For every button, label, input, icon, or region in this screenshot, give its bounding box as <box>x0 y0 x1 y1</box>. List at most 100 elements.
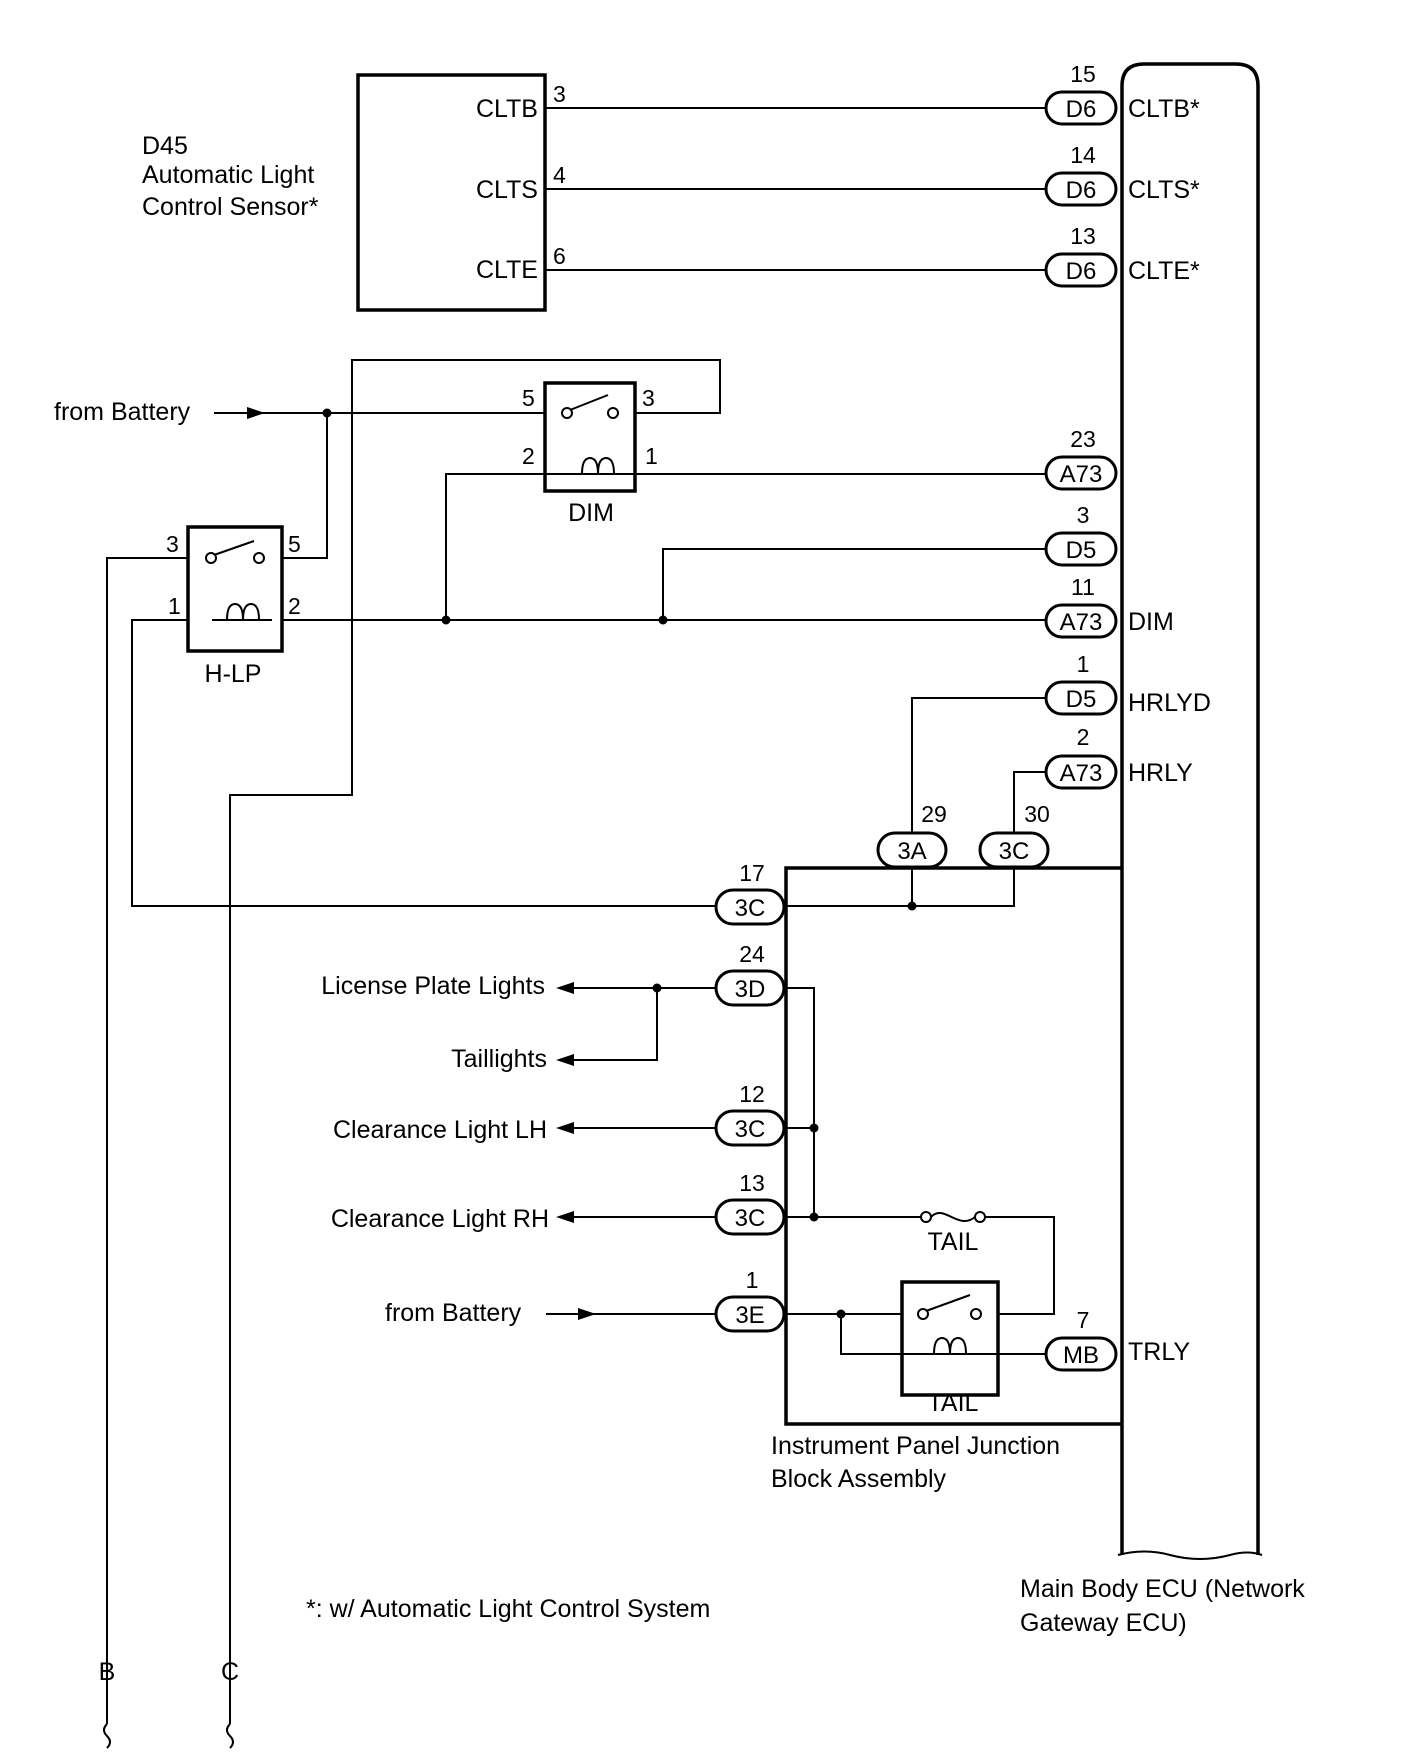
ecu-connector-d5-3: D5 3 <box>1044 502 1118 567</box>
continuation-c <box>226 1723 234 1749</box>
light-control-sensor-box <box>356 73 547 312</box>
sensor-terminal-cltb: CLTB <box>476 95 538 123</box>
wire-relay-coil-feed <box>840 1314 902 1355</box>
svg-text:29: 29 <box>921 801 947 827</box>
hlp-relay <box>186 525 284 653</box>
svg-text:3E: 3E <box>735 1302 764 1329</box>
battery-arrow-icon <box>578 1308 596 1320</box>
tail-relay <box>900 1280 1000 1397</box>
ecu-connector-a73-2: A73 2 HRLY <box>1044 724 1193 790</box>
output-arrow-icon <box>556 1122 574 1134</box>
wire-hlp-pin1-to-3c-17 <box>131 619 716 907</box>
from-battery-label-bottom: from Battery <box>385 1299 522 1327</box>
wire-battery-to-hlp-pin5 <box>282 413 328 559</box>
output-arrow-icon <box>556 1054 574 1066</box>
svg-text:D6: D6 <box>1066 96 1097 123</box>
svg-text:CLTB*: CLTB* <box>1128 95 1200 123</box>
svg-text:A73: A73 <box>1060 461 1103 488</box>
svg-text:3C: 3C <box>999 838 1030 865</box>
sensor-terminal-clts: CLTS <box>476 176 538 204</box>
sensor-name-line1: Automatic Light <box>142 161 314 189</box>
ecu-connector-d6-15: D6 15 CLTB* <box>1044 61 1200 126</box>
jb-connector-3c-17: 3C 17 <box>714 860 786 926</box>
junction-block-box <box>784 866 1122 1426</box>
svg-text:3D: 3D <box>735 976 766 1003</box>
svg-text:CLTE*: CLTE* <box>1128 257 1200 285</box>
svg-text:15: 15 <box>1070 61 1096 87</box>
dim-relay-pin-3: 3 <box>642 385 655 411</box>
license-plate-lights-label: License Plate Lights <box>321 972 545 1000</box>
hlp-relay-pin-5: 5 <box>288 531 301 557</box>
dim-relay-pin-2: 2 <box>522 443 535 469</box>
dim-relay <box>543 381 637 493</box>
svg-text:24: 24 <box>739 941 765 967</box>
wire-taillights <box>570 988 658 1061</box>
dim-relay-pin-1: 1 <box>645 443 658 469</box>
wire-3a-29-internal <box>786 868 913 907</box>
svg-text:14: 14 <box>1070 142 1096 168</box>
wire-hrly <box>1013 771 1046 835</box>
svg-text:30: 30 <box>1024 801 1050 827</box>
sensor-name-line2: Control Sensor* <box>142 193 319 221</box>
dim-relay-label: DIM <box>568 499 614 527</box>
hlp-relay-pin-2: 2 <box>288 593 301 619</box>
wire-dim-pin3-to-c <box>229 359 721 1724</box>
svg-text:3C: 3C <box>735 1205 766 1232</box>
sensor-pin-4: 4 <box>553 162 566 188</box>
ecu-connector-d6-14: D6 14 CLTS* <box>1044 142 1200 207</box>
footnote: *: w/ Automatic Light Control System <box>306 1595 710 1623</box>
taillights-label: Taillights <box>451 1045 547 1073</box>
jb-connector-3e-1: 3E 1 <box>714 1267 786 1333</box>
ecu-name-line1: Main Body ECU (Network <box>1020 1575 1305 1603</box>
sensor-pin-3: 3 <box>553 81 566 107</box>
battery-arrow-icon <box>247 407 265 419</box>
ecu-connector-mb-7: MB 7 TRLY <box>1044 1307 1190 1372</box>
sensor-terminal-clte: CLTE <box>476 256 538 284</box>
jb-connector-3a-29: 3A 29 <box>876 801 948 869</box>
junction-dot <box>809 1212 819 1222</box>
svg-text:3A: 3A <box>897 838 926 865</box>
ecu-name-line2: Gateway ECU) <box>1020 1609 1187 1637</box>
wire-tail-bus <box>784 987 815 1217</box>
svg-text:DIM: DIM <box>1128 608 1174 636</box>
svg-text:D5: D5 <box>1066 686 1097 713</box>
jb-connector-3d-24: 3D 24 <box>714 941 786 1007</box>
svg-text:D5: D5 <box>1066 537 1097 564</box>
svg-text:13: 13 <box>1070 223 1096 249</box>
wire-3c-30-internal <box>912 868 1015 907</box>
svg-text:1: 1 <box>1077 651 1090 677</box>
svg-text:CLTS*: CLTS* <box>1128 176 1200 204</box>
junction-block-name-line1: Instrument Panel Junction <box>771 1432 1060 1460</box>
wire-fuse-to-relay <box>985 1216 1055 1315</box>
jb-connector-3c-30: 3C 30 <box>978 801 1050 869</box>
svg-text:17: 17 <box>739 860 765 886</box>
wire-to-d5-3 <box>662 548 1046 620</box>
svg-text:7: 7 <box>1077 1307 1090 1333</box>
junction-dot <box>907 901 917 911</box>
clearance-light-rh-label: Clearance Light RH <box>331 1205 549 1233</box>
svg-text:A73: A73 <box>1060 609 1103 636</box>
svg-text:D6: D6 <box>1066 177 1097 204</box>
hlp-relay-pin-3: 3 <box>166 531 179 557</box>
sensor-pin-6: 6 <box>553 243 566 269</box>
dim-relay-pin-5: 5 <box>522 385 535 411</box>
tail-relay-label: TAIL <box>928 1389 979 1417</box>
continuation-c-label: C <box>221 1658 239 1686</box>
svg-text:23: 23 <box>1070 426 1096 452</box>
wire-dim-pin2-down <box>445 473 545 620</box>
output-arrow-icon <box>556 982 574 994</box>
wire-hlp-pin3-to-b <box>106 557 188 1724</box>
svg-text:3C: 3C <box>735 1116 766 1143</box>
output-arrow-icon <box>556 1211 574 1223</box>
svg-text:D6: D6 <box>1066 258 1097 285</box>
svg-text:MB: MB <box>1063 1342 1099 1369</box>
ecu-connector-a73-11: A73 11 DIM <box>1044 574 1174 639</box>
wire-hrlyd <box>911 697 1046 835</box>
svg-text:12: 12 <box>739 1081 765 1107</box>
hlp-relay-pin-1: 1 <box>168 593 181 619</box>
svg-text:TRLY: TRLY <box>1128 1338 1190 1366</box>
hlp-relay-label: H-LP <box>205 660 262 688</box>
tail-fuse-label: TAIL <box>928 1228 979 1256</box>
continuation-b-label: B <box>99 1658 116 1686</box>
